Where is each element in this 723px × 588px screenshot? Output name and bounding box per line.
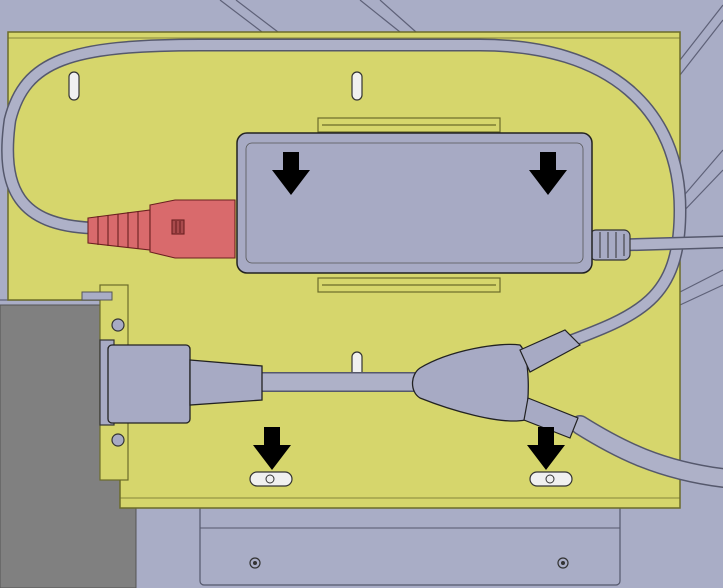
power-adapter (236, 132, 593, 274)
lower-rail (199, 504, 621, 586)
adapter-strain-relief (589, 229, 631, 261)
y-splitter (411, 329, 581, 439)
arrows (253, 152, 567, 470)
arrow-bottom-right-icon (527, 427, 565, 470)
power-cable (1, 38, 723, 488)
adapter-straps (317, 117, 501, 293)
arrow-top-right-icon (529, 152, 567, 195)
arrow-bottom-left-icon (253, 427, 291, 470)
panel-socket (99, 318, 263, 447)
red-iec-connector (87, 199, 236, 259)
arrow-top-left-icon (272, 152, 310, 195)
